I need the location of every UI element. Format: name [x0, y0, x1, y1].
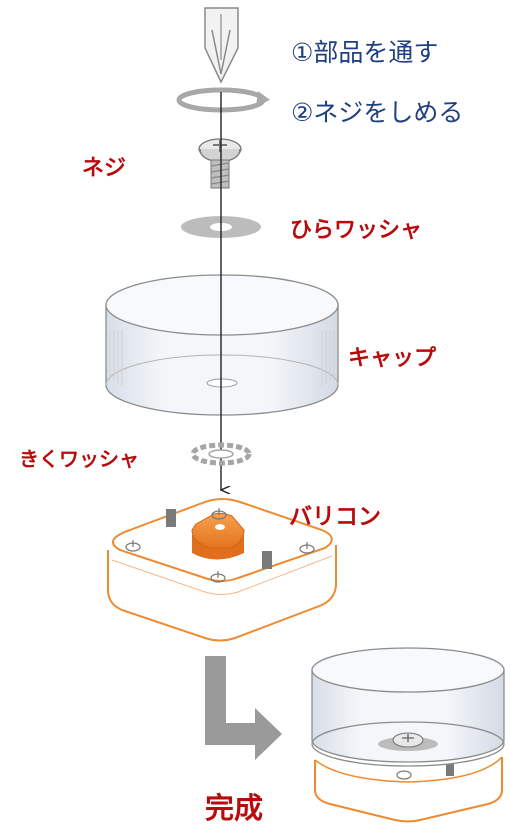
screw-label: ネジ: [82, 156, 127, 181]
step-1-text: ①部品を通す: [291, 38, 439, 67]
varicon-label: バリコン: [289, 504, 381, 530]
screwdriver-icon: [204, 7, 239, 84]
screw-icon: [198, 138, 242, 189]
result-arrow-icon: [205, 656, 282, 760]
flat-washer-label: ひらワッシャ: [290, 218, 423, 243]
lock-washer-label: きくワッシャ: [19, 447, 139, 471]
completed-assembly-icon: [311, 647, 505, 823]
lock-washer-icon: [190, 442, 252, 466]
rotate-arrow-icon: [176, 87, 270, 113]
done-label: 完成: [205, 791, 264, 825]
cap-icon: [105, 274, 339, 416]
cap-label: キャップ: [348, 346, 437, 371]
step-2-text: ②ネジをしめる: [291, 98, 464, 127]
varicon-base-icon: [107, 498, 337, 642]
